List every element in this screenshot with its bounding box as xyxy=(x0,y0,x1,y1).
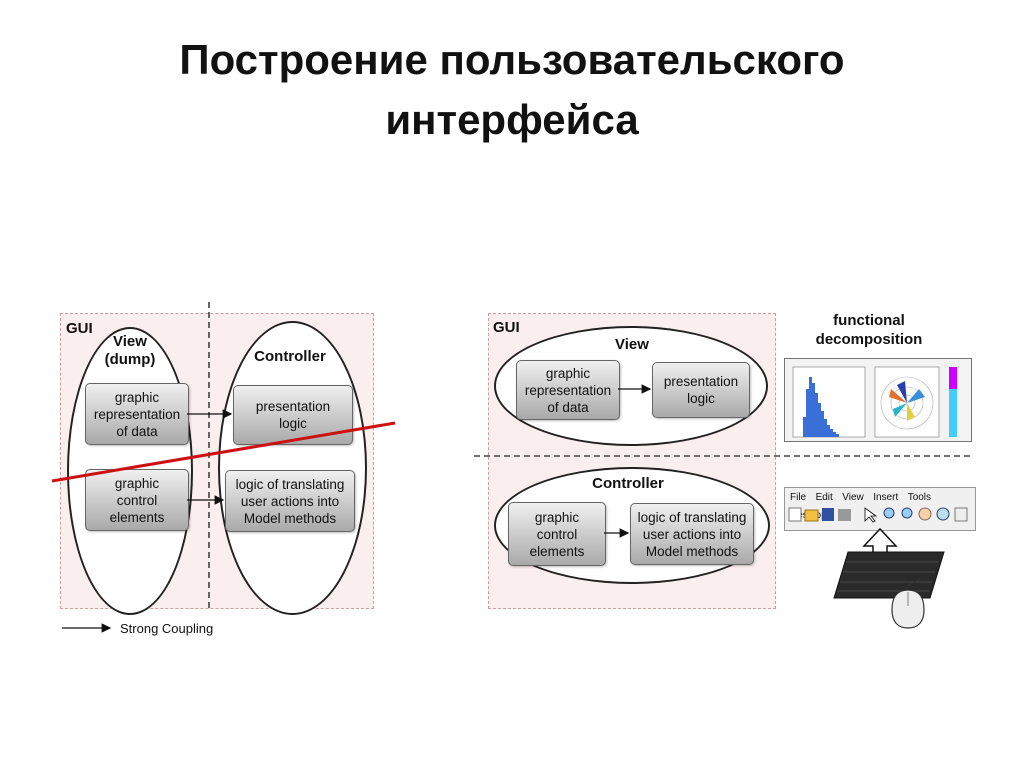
box-line: graphic xyxy=(534,509,580,525)
right-box-graphic-representation: graphic representation of data xyxy=(516,360,620,420)
wind-rose-petals xyxy=(889,381,925,421)
datacursor-icon[interactable] xyxy=(954,507,968,522)
rotate-icon[interactable] xyxy=(936,507,950,521)
legend-strong-coupling: Strong Coupling xyxy=(120,621,214,636)
box-line: logic xyxy=(687,391,715,406)
box-line: control xyxy=(536,526,578,542)
wind-rose-frame xyxy=(874,366,940,438)
left-gui-label: GUI xyxy=(66,320,93,337)
save-icon[interactable] xyxy=(822,508,834,521)
menu-file[interactable]: File xyxy=(790,492,807,503)
right-box-presentation-logic: presentation logic xyxy=(652,362,750,418)
box-line: graphic xyxy=(114,475,160,491)
box-line: control xyxy=(116,492,158,508)
box-line: Model methods xyxy=(645,543,739,559)
box-line: logic of translating xyxy=(235,476,345,492)
up-arrow-icon xyxy=(862,527,898,561)
box-line: representation xyxy=(524,382,612,398)
left-box-logic-translating: logic of translating user actions into M… xyxy=(225,470,355,532)
box-line: of data xyxy=(116,423,158,439)
pan-hand-icon[interactable] xyxy=(918,507,932,521)
zoom-out-icon[interactable] xyxy=(901,507,913,519)
new-file-icon[interactable] xyxy=(788,507,802,522)
box-line: Model methods xyxy=(243,510,337,526)
print-icon[interactable] xyxy=(838,509,851,521)
box-line: graphic xyxy=(545,365,591,381)
box-line: user actions into xyxy=(240,493,340,509)
box-line: presentation xyxy=(663,374,739,389)
menu-insert[interactable]: Insert xyxy=(873,492,899,503)
box-line: graphic xyxy=(114,389,160,405)
left-view-label-line1: View xyxy=(113,333,147,350)
box-line: logic xyxy=(279,416,307,431)
box-line: user actions into xyxy=(642,526,742,542)
right-view-label: View xyxy=(615,336,649,353)
box-line: elements xyxy=(529,543,585,559)
fd-line-2: decomposition xyxy=(815,331,923,348)
fd-line-1: functional xyxy=(833,312,905,329)
right-gui-label: GUI xyxy=(493,319,520,336)
menu-view[interactable]: View xyxy=(842,492,864,503)
right-controller-label: Controller xyxy=(592,475,664,492)
menu-toolbar-thumbnail: File Edit View Insert Tools Desktop xyxy=(784,487,976,531)
left-box-graphic-control: graphic control elements xyxy=(85,469,189,531)
left-view-label: View (dump) xyxy=(90,333,170,369)
plots-svg xyxy=(792,366,957,438)
plots-thumbnail xyxy=(784,358,972,442)
functional-decomposition-label: functional decomposition xyxy=(794,311,944,349)
toolbar-icons xyxy=(788,507,968,523)
histogram-bars xyxy=(803,377,839,437)
zoom-in-icon[interactable] xyxy=(883,507,895,519)
left-box-graphic-representation: graphic representation of data xyxy=(85,383,189,445)
keyboard-icon xyxy=(833,551,945,599)
left-view-label-line2: (dump) xyxy=(104,351,156,368)
box-line: of data xyxy=(547,399,589,415)
left-controller-label: Controller xyxy=(254,348,326,365)
right-box-graphic-control: graphic control elements xyxy=(508,502,606,566)
title-line-2: интерфейса xyxy=(385,96,639,143)
open-folder-icon[interactable] xyxy=(804,509,819,522)
menu-tools[interactable]: Tools xyxy=(907,492,932,503)
cursor-icon[interactable] xyxy=(864,507,878,523)
box-line: logic of translating xyxy=(637,509,747,525)
left-box-presentation-logic: presentation logic xyxy=(233,385,353,445)
menu-edit[interactable]: Edit xyxy=(815,492,833,503)
box-line: representation xyxy=(93,406,181,422)
slide-title: Построение пользовательского интерфейса xyxy=(0,30,1024,150)
right-box-logic-translating: logic of translating user actions into M… xyxy=(630,503,754,565)
title-line-1: Построение пользовательского xyxy=(179,36,845,83)
box-line: presentation xyxy=(255,399,331,414)
box-line: elements xyxy=(109,509,165,525)
mouse-icon xyxy=(891,577,925,629)
menu-row: File Edit View Insert Tools Desktop xyxy=(785,488,975,521)
